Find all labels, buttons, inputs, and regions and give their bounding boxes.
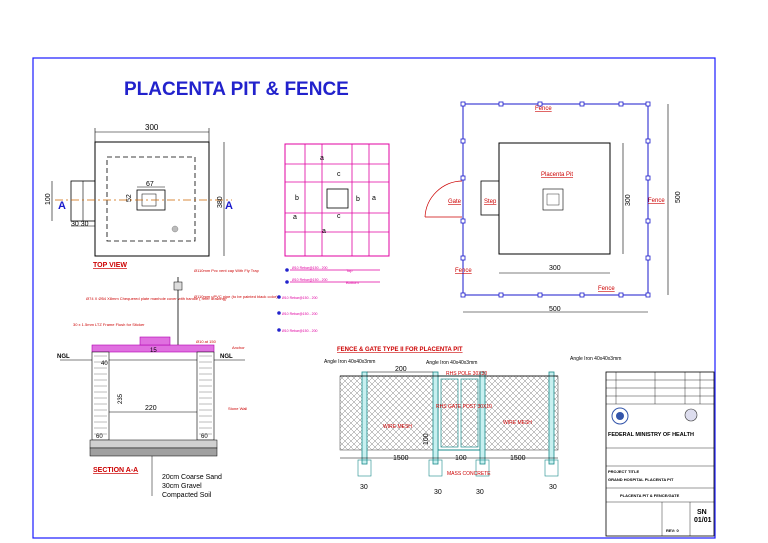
rebar-label-c1: c (337, 171, 341, 178)
fence-rhs-pole: RHS POLE 30X30 (446, 371, 487, 377)
top-view-dim-width: 300 (145, 123, 159, 132)
rebar-label-a2: a (372, 195, 376, 202)
rebar-callout-2: Ø10 Rebar@150 - 200 (292, 278, 328, 282)
rebar-tag-top: Top (346, 268, 353, 273)
top-view: 300 67 52 A A 100 380 30 30 TOP VIEW (45, 123, 233, 269)
fence-mass-concrete: MASS CONCRETE (447, 471, 491, 477)
fence-dim-100-v: 100 (423, 433, 430, 445)
fence-dim-30-d: 30 (549, 484, 557, 491)
top-view-dim-right: 380 (217, 196, 224, 208)
section-dim-40: 40 (101, 361, 108, 367)
rebar-label-a4: a (293, 214, 297, 221)
fence-wire-mesh-right: WIRE MESH (503, 420, 532, 426)
plan-fence-bottom: Fence (598, 286, 615, 292)
rebar-callout-3: Ø10 Rebar@150 - 200 (282, 296, 318, 300)
section-dim-60-left: 60 (96, 434, 103, 440)
fence-dim-30-b: 30 (434, 489, 442, 496)
section-note-vent: Ø110mm Pvc vent cap With Fly Trap (194, 268, 260, 273)
section-note-stone: Stone Wall (228, 406, 247, 411)
title-block-project-label: PROJECT TITLE (608, 469, 639, 474)
top-view-dim-inner: 67 (146, 181, 154, 188)
section-note-cover: Ø74 X Ø54 X8mm Chequered plate manhole c… (86, 296, 227, 301)
fence-dim-30-c: 30 (476, 489, 484, 496)
rebar-callout-1: Ø10 Rebar@150 - 200 (292, 266, 328, 270)
fence-angle-iron-2: Angle Iron 40x40x3mm (426, 360, 477, 366)
top-view-dim-inner-v: 52 (126, 194, 133, 202)
title-block-org: FEDERAL MINISTRY OF HEALTH (608, 432, 694, 438)
rebar-callout-4: Ø10 Rebar@150 - 200 (282, 312, 318, 316)
section-dim-15: 15 (150, 348, 157, 354)
plan-fence-left: Fence (455, 268, 472, 274)
plan-step: Step (484, 199, 497, 205)
drawing-title: PLACENTA PIT & FENCE (124, 79, 349, 100)
section-dim-235: 235 (118, 393, 124, 404)
fence-dim-100: 100 (455, 455, 467, 462)
fence-angle-iron-3: Angle Iron 40x40x3mm (570, 356, 621, 362)
top-view-label: TOP VIEW (93, 262, 127, 269)
section-layer-sand: 20cm Coarse Sand (162, 474, 222, 481)
top-view-dim-left: 100 (45, 193, 52, 205)
rebar-callout-5: Ø10 Rebar@150 - 200 (282, 329, 318, 333)
section-mark-right: A (225, 200, 233, 212)
section-ngl-left: NGL (57, 354, 70, 360)
title-block-project: GRAND HOSPITAL PLACENTA PIT (608, 477, 674, 482)
fence-gate-title: FENCE & GATE TYPE II FOR PLACENTA PIT (337, 347, 463, 353)
title-block-revision: REV: 0 (666, 528, 679, 533)
section-label: SECTION A-A (93, 467, 138, 474)
title-block-drawing-title: PLACENTA PIT & FENCE/GATE (620, 493, 680, 498)
title-block: FEDERAL MINISTRY OF HEALTH PROJECT TITLE… (605, 371, 715, 537)
rebar-plan: a a b b c c a a Ø10 Rebar@150 - 200 Top … (277, 143, 390, 333)
rebar-tag-bottom: Bottom (346, 280, 359, 285)
rebar-label-a3: a (322, 228, 326, 235)
fence-dim-1500-right: 1500 (510, 455, 526, 462)
section-note-rebar: Ø10 at 150 (196, 339, 217, 344)
plan-dim-500-v: 500 (675, 191, 682, 203)
fence-dim-30-a: 30 (360, 484, 368, 491)
fence-rhs-gate-post: RHS GATE POST 30X10 (436, 404, 492, 410)
fence-plan: Fence Fence Fence Fence Placenta Pit Gat… (424, 101, 682, 313)
plan-fence-top: Fence (535, 106, 552, 112)
title-block-sheet-number: 01/01 (694, 517, 712, 524)
section-layer-soil: Compacted Soil (162, 492, 212, 499)
fence-dim-1500-left: 1500 (393, 455, 409, 462)
section-dim-220: 220 (145, 405, 157, 412)
plan-dim-300-h: 300 (549, 265, 561, 272)
fence-wire-mesh-left: WIRE MESH (383, 424, 412, 430)
plan-dim-300-v: 300 (625, 194, 632, 206)
fence-gate-elevation: FENCE & GATE TYPE II FOR PLACENTA PIT An… (324, 347, 621, 496)
rebar-label-b2: b (356, 196, 360, 203)
plan-placenta-pit: Placenta Pit (541, 172, 573, 178)
section-note-frame: 30 x 1.5mm LTZ Frame Flush for Sticker (73, 322, 145, 327)
section-note-pipe: Ø110mm uPVC pipe (to be painted black co… (194, 294, 278, 299)
section-layer-gravel: 30cm Gravel (162, 483, 202, 490)
section-dim-60-right: 60 (201, 434, 208, 440)
section-mark-left: A (58, 200, 66, 212)
plan-fence-right: Fence (648, 198, 665, 204)
section-note-anchor: Anchor (232, 345, 245, 350)
plan-gate: Gate (448, 199, 462, 205)
rebar-label-c2: c (337, 213, 341, 220)
title-block-sheet-label: SN (697, 509, 707, 516)
top-view-dim-30-30: 30 30 (71, 221, 89, 228)
fence-dim-200: 200 (395, 366, 407, 373)
rebar-label-a1: a (320, 155, 324, 162)
fence-angle-iron-1: Angle Iron 40x40x3mm (324, 359, 375, 365)
plan-dim-500-h: 500 (549, 306, 561, 313)
rebar-label-b1: b (295, 195, 299, 202)
section-aa: Ø110mm Pvc vent cap With Fly Trap Ø110mm… (57, 268, 278, 499)
section-ngl-right: NGL (220, 354, 233, 360)
sheet-border (32, 57, 716, 539)
